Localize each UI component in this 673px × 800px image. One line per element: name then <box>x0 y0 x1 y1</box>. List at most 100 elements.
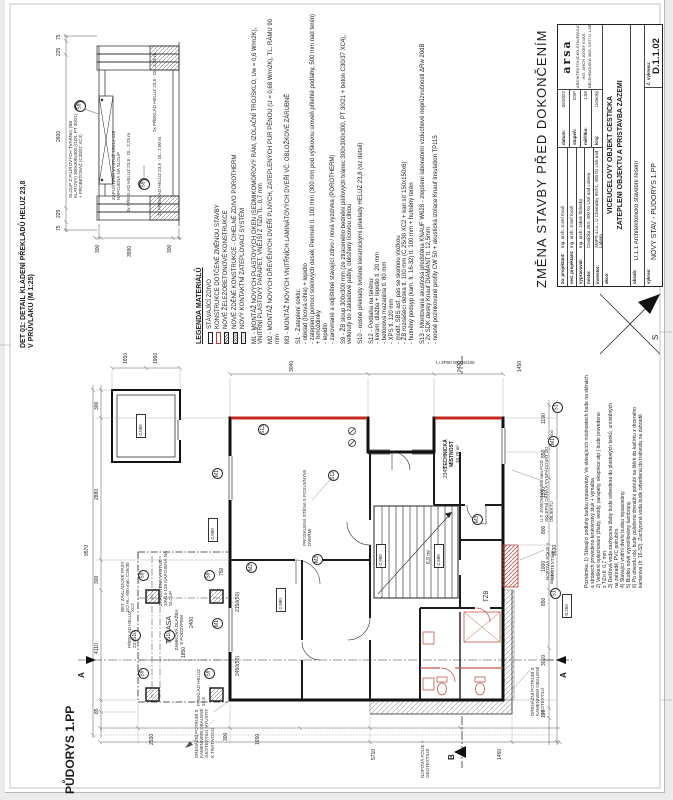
marker-s9: S9 <box>204 570 215 581</box>
legend-item: NOVÉ ZDĚNÉ KONSTRUKCE - CIHELNÉ ZDIVO PO… <box>232 12 239 344</box>
swatch-existing-masonry <box>207 332 213 344</box>
north-arrow <box>599 293 661 355</box>
detail-callout: 3x PŘEKLAD HELUZ 23,8 - DL. 2,00 m <box>157 136 162 216</box>
field-label: obsah: <box>632 269 637 284</box>
marker-m1: M1 <box>548 436 559 447</box>
swatch-changed-structures <box>216 332 222 344</box>
dim-label: 1850 <box>181 646 187 658</box>
dim-label: 4110 <box>94 643 100 654</box>
level-marker: -2,980 <box>208 518 218 542</box>
section-lines <box>78 356 572 768</box>
field-label: datum: <box>561 130 566 145</box>
dim-label: 850 <box>541 597 547 606</box>
content-name: D.1.1 Architektonicko stavební řešení <box>634 160 640 260</box>
dim-label: 300 <box>167 244 173 253</box>
dim-label: 85 <box>94 708 100 714</box>
dim-label: 3990 <box>127 245 133 257</box>
detail-title-line1: DET 01: DETAIL KLADENÍ PŘEKLADŮ HELUZ 23… <box>20 180 27 348</box>
dim-label: 225 <box>56 47 62 56</box>
annotation-dimple-foil: NOPOVÁ FÓLIE + GEOTEXTILIE <box>420 740 431 778</box>
legend-note-s1: S1 - Zateplení soklu: - obklad (lícová c… <box>296 13 336 344</box>
field-label: vypracoval: <box>577 258 583 284</box>
detail-callout: 3x PŘEKLAD HELUZ 23,8 - DL. 2,25 m <box>126 132 131 212</box>
swatch-new-brick <box>232 332 238 344</box>
field-value: Cestička 383, 400 01 Ústí nad Labem <box>586 172 592 248</box>
field-label: místo: <box>586 270 592 285</box>
detail-title: DET 01: DETAIL KLADENÍ PŘEKLADŮ HELUZ 23… <box>20 146 46 348</box>
dim-label: 2450(50) <box>235 655 241 676</box>
interior-walls <box>230 452 503 700</box>
legend-note-m2: M2 - MONTÁŽ NOVÝCH DŘEVĚNÝCH DVEŘÍ PLNÝC… <box>268 18 281 344</box>
marker-m1: M1 <box>212 468 223 479</box>
detail-callout: SLOUP Z PILÍŘOVÝCH TVÁRNIC (BB KLATOVY) … <box>68 113 84 198</box>
legend-note-m3: M3 - MONTÁŽ NOVÝCH VNITŘNÍCH LAMINÁTOVÝC… <box>284 93 291 344</box>
marker-s12: S12 <box>328 470 339 481</box>
level-marker: -0,250 <box>562 594 572 618</box>
dim-label: 300 <box>94 575 100 584</box>
sheet-frame <box>0 3 672 789</box>
field-label: měřítko: <box>583 127 588 145</box>
dim-total-label: 9630 <box>552 544 558 556</box>
dim-label: 800 <box>541 525 547 534</box>
new-pier-hatch <box>502 544 519 588</box>
legend-note-s12: S12 - Podlaha na terénu: - keram. dlažba… <box>368 161 416 345</box>
level-marker: -2,980 <box>276 588 286 612</box>
dim-label: 2530 <box>149 733 155 745</box>
dim-label: 2600 <box>56 130 62 142</box>
level-marker: -2,580 <box>434 544 444 568</box>
detail-drawing-linework <box>63 33 182 241</box>
field-value: 1:50 <box>583 91 588 100</box>
demolition-symbols <box>348 427 356 447</box>
marker-m2: M2 <box>246 562 257 573</box>
hatch-band-bottom <box>369 699 513 715</box>
dim-label: 3010 <box>541 654 547 666</box>
legend-item: KONSTRUKCE DOTČENÉ ZMĚNOU STAVBY <box>215 12 222 344</box>
dim-label: 120 <box>541 709 547 718</box>
dim-label: 1350 <box>541 486 547 498</box>
marker-s1: S1 <box>550 588 561 599</box>
leader-lines <box>184 469 545 749</box>
annotation-lintel: PŘEKLAD HELUZ 23,8 <box>127 610 138 648</box>
field-label: akce: <box>604 272 609 284</box>
plan-title: PŮDORYS 1.PP <box>63 705 77 794</box>
room-label-tzb: TZB <box>484 590 490 602</box>
marker-s10: S10 <box>130 630 141 641</box>
marker-s9: S9 <box>138 570 149 581</box>
north-label: S <box>651 334 660 340</box>
dim-label: 75 <box>56 225 62 231</box>
dim-sub-label: 600/300 <box>550 570 554 584</box>
swatch-new-concrete <box>224 332 230 344</box>
dim-label: 225 <box>56 209 62 218</box>
annotation-drainage-outlet: DRENÁŽNÍ POTRUBÍ S KAMENIVEM OBALENÉ GEO… <box>194 708 215 758</box>
dim-label: 1190 <box>541 413 547 424</box>
dim-label: 1450 <box>497 748 503 760</box>
terrace <box>137 551 228 703</box>
notes-block: Poznámka: 1) Stávající podlahy budou rep… <box>584 356 644 588</box>
dim-label: 300 <box>95 244 101 253</box>
field-value: Ústecký <box>594 91 599 108</box>
drawing-number: D.1.1.02 <box>651 38 662 74</box>
change-banner: ZMĚNA STAVBY PŘED DOKONČENÍM <box>534 29 549 288</box>
logo-line: ING. ARCH JOSEF KVAŠ <box>582 33 586 80</box>
level-marker: -2,980 <box>376 544 386 568</box>
marker-s9: S9 <box>204 668 215 679</box>
detail-callout: ZAPUŠTĚNÁ VÝSTUŽ 10V14-128 NAPOJENÁ NA S… <box>111 130 122 200</box>
legend-note-s10: S10 - nosné překlady tvořené keramickými… <box>357 142 364 344</box>
dim-label: 1650 <box>255 733 261 745</box>
dim-label: 300 <box>223 732 229 741</box>
annotation-rebar: ZAPUŠTĚNÁ VÝSTUŽ 10V14-128 NAPOJENÁ NA S… <box>158 551 174 606</box>
section-label-b: B <box>447 754 456 760</box>
studio-logo: arsa <box>560 39 573 74</box>
logo-line: ARCHITEKTONICKO-STAVEBNÍ ATELIÉR <box>576 25 580 88</box>
bathroom-fixtures <box>420 607 503 696</box>
dim-label: 1950 <box>153 352 159 364</box>
field-value: Ing. arch. Josef Kvaš <box>568 205 574 248</box>
dim-label: 2420 <box>457 360 463 372</box>
legend-note-m1: M1 - MONTÁŽ NOVÝCH PLASTOVÝCH OKEN (SEDM… <box>251 27 265 344</box>
drawing-name: NOVÝ STAV - PŮDORYS 1.PP <box>651 163 658 260</box>
dim-label: 1000 <box>541 560 547 572</box>
notes-text: Poznámka: 1) Stávající podlahy budou rep… <box>584 375 644 588</box>
legend-note-s9: S9 - ŽB sloup 300x300 mm (ze ztraceného … <box>340 35 354 344</box>
legend-block: LEGENDA MATERIÁLŮ STÁVAJÍCÍ ZDIVO KONSTR… <box>196 12 488 344</box>
